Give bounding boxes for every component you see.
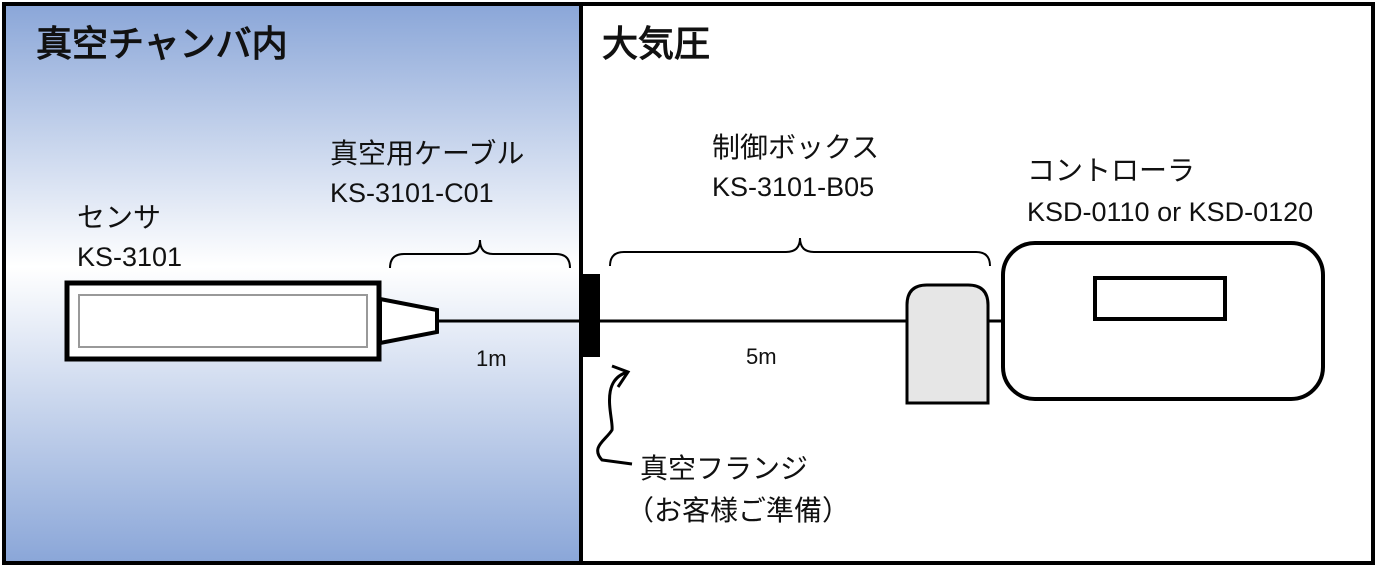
sensor-model: KS-3101 (77, 242, 182, 272)
vacuum-cable-name: 真空用ケーブル (330, 137, 524, 170)
flange-pointer-arrow (596, 370, 633, 466)
control-box-model: KS-3101-B05 (712, 172, 874, 202)
sensor-connector (378, 296, 439, 346)
flange-arrow-head (611, 364, 631, 388)
control-box-name: 制御ボックス (712, 131, 879, 164)
controller-name: コントローラ (1027, 154, 1195, 187)
flange-note: （お客様ご準備） (626, 494, 850, 527)
vacuum-cable-bracket (389, 239, 571, 269)
atmosphere-zone-title: 大気圧 (602, 24, 710, 65)
vacuum-zone-title: 真空チャンバ内 (36, 24, 288, 65)
control-box-bracket (609, 237, 991, 267)
control-box-cable-length: 5m (746, 344, 777, 369)
vacuum-cable-model: KS-3101-C01 (330, 178, 494, 208)
controller-model: KSD-0110 or KSD-0120 (1027, 197, 1313, 227)
sensor-inner-outline (78, 294, 368, 348)
controller-display (1093, 276, 1227, 321)
vacuum-cable-length: 1m (476, 346, 507, 371)
sensor-name: センサ (77, 201, 161, 234)
vacuum-flange (581, 274, 600, 357)
flange-name: 真空フランジ (640, 452, 808, 485)
control-box (905, 283, 990, 405)
